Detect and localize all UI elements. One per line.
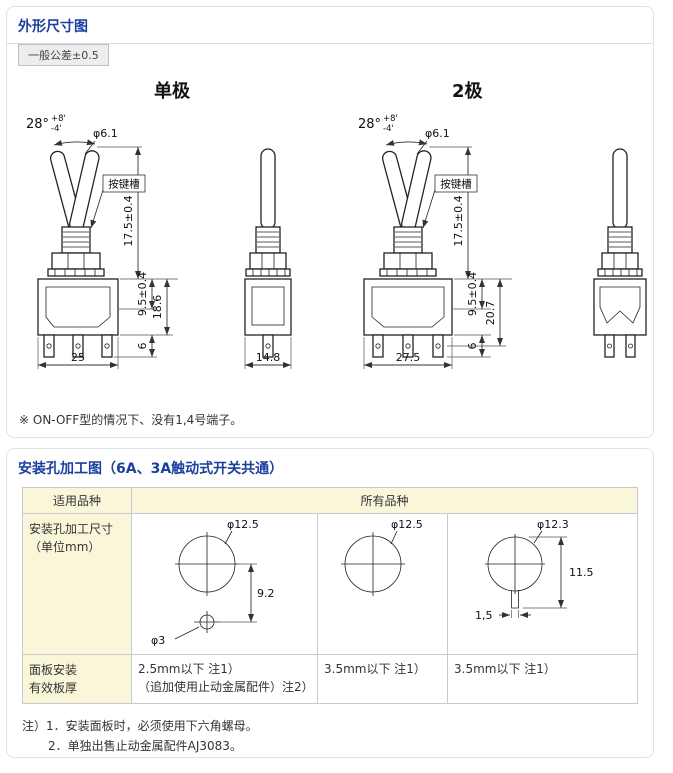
heading-double-pole: 2极 (452, 81, 483, 102)
key-slot-label: 按键槽 (108, 178, 140, 191)
single-pole-front-view: 28° +8' -4' φ6.1 17.5±0.4 9.5±0.4 18.6 6… (26, 114, 178, 369)
key-slot-callout-box (102, 174, 146, 193)
dim-body-width: 27.5 (396, 351, 421, 364)
hex-nut (249, 252, 287, 270)
dim-upper-body: 9.5±0.4 (136, 272, 149, 316)
dim-pilot-diameter: φ3 (151, 634, 165, 647)
dim-main-diameter: φ12.3 (537, 518, 569, 531)
section-title-outline: 外形尺寸图 (7, 7, 653, 44)
terminals (43, 334, 113, 358)
footnote-1: 注）1．安装面板时，必须使用下六角螺母。 (22, 719, 258, 733)
hole-drawing-2: φ12.5 (340, 518, 423, 596)
header-applicable-types: 适用品种 (22, 487, 132, 514)
lock-washer (597, 268, 643, 277)
dim-upper-body: 9.5±0.4 (466, 272, 479, 316)
hex-nut (51, 252, 101, 270)
footnotes: 注）1．安装面板时，必须使用下六角螺母。 2．单独出售止动金属配件AJ3083。 (22, 716, 653, 757)
lever (260, 148, 276, 230)
dim-body-height: 20.7 (484, 301, 497, 326)
hole-dimensions-row: 安装孔加工尺寸 （单位mm） (22, 513, 638, 655)
dim-body-width: 25 (71, 351, 85, 364)
bushing (607, 226, 633, 254)
terminal-note: ※ ON-OFF型的情况下、没有1,4号端子。 (19, 413, 243, 427)
body-stamping (599, 286, 641, 324)
dim-angle-plus: +8' (383, 114, 398, 124)
dim-hole-offset: 9.2 (257, 587, 275, 600)
table-header-row: 适用品种 所有品种 (22, 487, 638, 514)
mounting-spec-table: 适用品种 所有品种 安装孔加工尺寸 （单位mm） (22, 487, 638, 704)
bushing (61, 226, 91, 254)
dim-terminal-length: 6 (466, 343, 479, 350)
switch-outline-drawings: 28° +8' -4' φ6.1 17.5±0.4 9.5±0.4 18.6 6… (26, 114, 647, 369)
header-all-types: 所有品种 (131, 487, 638, 514)
terminals (372, 334, 444, 358)
dim-lever-diameter: φ6.1 (93, 127, 118, 140)
keyway-slot (511, 589, 519, 608)
hole-drawing-3-cell: φ12.3 11.5 1,5 (447, 513, 638, 655)
dim-main-diameter: φ12.5 (227, 518, 259, 531)
dim-terminal-length: 6 (136, 343, 149, 350)
single-pole-side-view: 14.8 (244, 148, 292, 369)
hex-nut (383, 252, 433, 270)
hole-drawing-1-cell: φ12.5 9.2 φ3 (131, 513, 318, 655)
dim-body-height: 18.6 (151, 295, 164, 320)
dim-lever-height: 17.5±0.4 (122, 195, 135, 246)
dim-angle: 28° (358, 117, 381, 132)
hole-drawing-2-cell: φ12.5 (317, 513, 448, 655)
hex-nut-facets (67, 253, 85, 269)
panel-thickness-row: 面板安装 有效板厚 2.5mm以下 注1） （追加使用止动金属配件）注2） 3.… (22, 654, 638, 704)
hole-drawing-3: φ12.3 11.5 1,5 (475, 518, 594, 622)
thickness-value-1: 2.5mm以下 注1） （追加使用止动金属配件）注2） (131, 654, 318, 704)
hex-nut (601, 252, 639, 270)
switch-body (593, 278, 647, 336)
panel-thickness-label: 面板安装 有效板厚 (22, 654, 132, 704)
switch-body (37, 278, 119, 336)
body-stamping (371, 286, 445, 328)
tolerance-note: 一般公差±0.5 (18, 44, 109, 66)
washer-teeth (54, 269, 96, 276)
dim-angle-minus: -4' (51, 124, 62, 134)
hole-drawing-1: φ12.5 9.2 φ3 (151, 518, 275, 647)
body-stamping (251, 286, 285, 326)
section-title-mounting: 安装孔加工图（6A、3A触动式开关共通） (18, 461, 284, 477)
lock-washer (379, 268, 437, 277)
switch-body (244, 278, 292, 336)
dim-angle-plus: +8' (51, 114, 66, 124)
dim-main-diameter: φ12.5 (391, 518, 423, 531)
hole-dimensions-label: 安装孔加工尺寸 （单位mm） (22, 513, 132, 655)
dim-lever-diameter: φ6.1 (425, 127, 450, 140)
dim-angle-minus: -4' (383, 124, 394, 134)
key-slot-label: 按键槽 (440, 178, 472, 191)
footnote-2: 2．单独出售止动金属配件AJ3083。 (48, 739, 242, 754)
outline-dimensions-panel: 外形尺寸图 一般公差±0.5 单极 2极 (6, 6, 654, 438)
double-pole-front-view: 28° +8' -4' φ6.1 17.5±0.4 9.5±0.4 20.7 6… (358, 114, 512, 369)
thickness-value-2: 3.5mm以下 注1） (317, 654, 448, 704)
body-stamping (45, 286, 111, 328)
mounting-hole-panel: 安装孔加工图（6A、3A触动式开关共通） 适用品种 所有品种 安装孔加工尺寸 （… (6, 448, 654, 758)
dim-angle: 28° (26, 117, 49, 132)
dim-hole-height: 11.5 (569, 566, 594, 579)
terminal (262, 334, 274, 358)
heading-single-pole: 单极 (154, 81, 190, 102)
lock-washer (47, 268, 105, 277)
bushing (255, 226, 281, 254)
bushing-threads (63, 231, 89, 248)
key-slot-callout-box (434, 174, 478, 193)
dim-lever-height: 17.5±0.4 (452, 195, 465, 246)
lock-washer (245, 268, 291, 277)
lever (612, 148, 628, 230)
dim-depth: 14.8 (256, 351, 281, 364)
terminals (604, 334, 636, 358)
thickness-value-3: 3.5mm以下 注1） (447, 654, 638, 704)
double-pole-side-view (593, 148, 647, 358)
dim-slot-width: 1,5 (475, 609, 493, 622)
bushing (393, 226, 423, 254)
